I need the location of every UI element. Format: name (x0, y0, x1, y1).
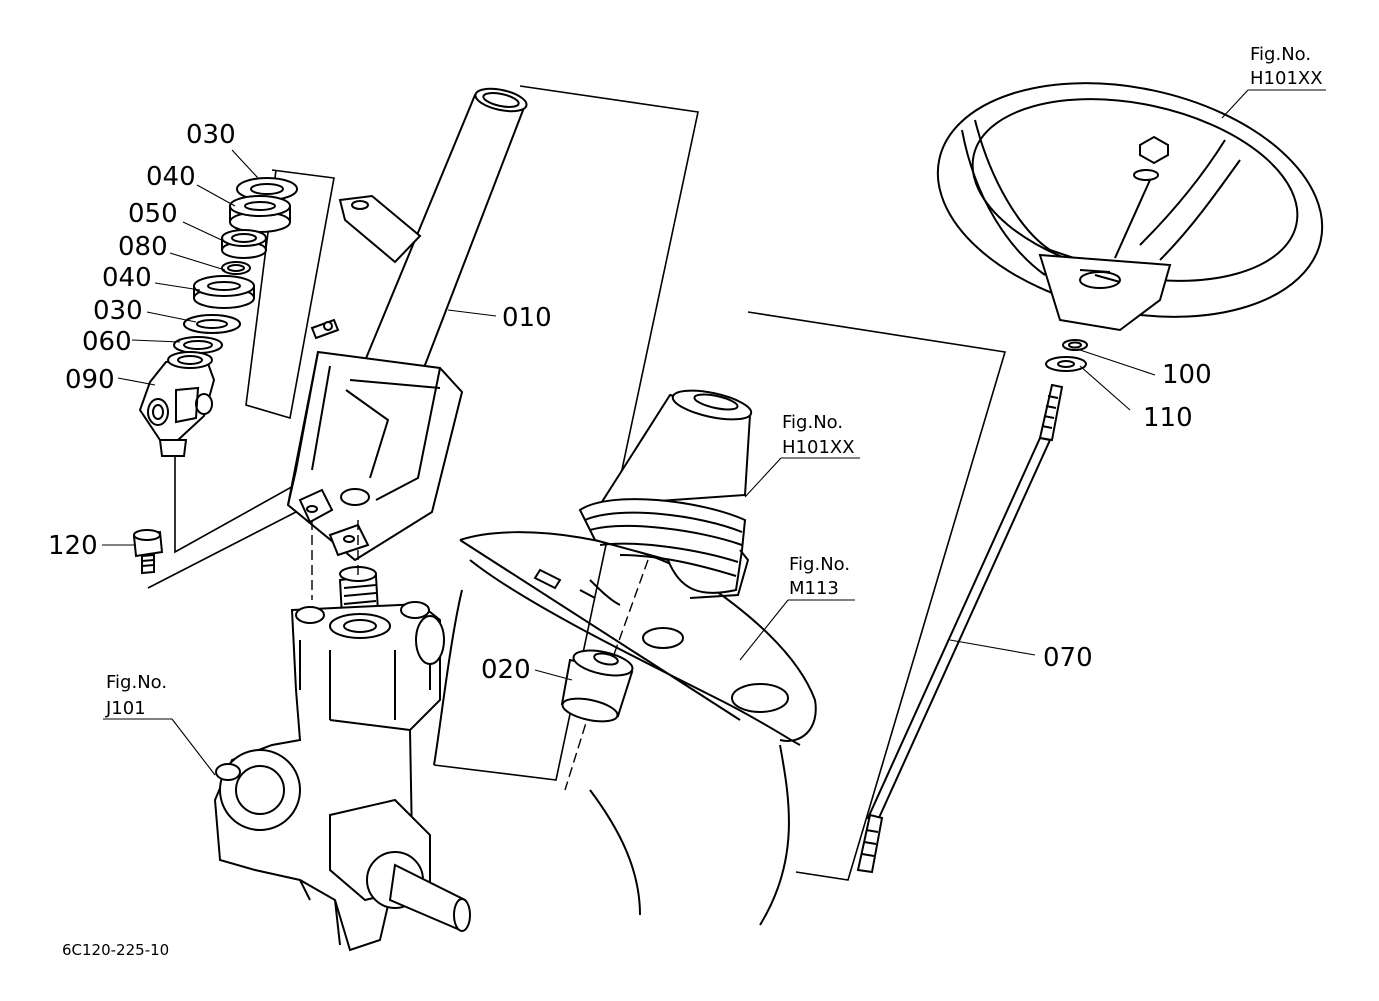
part-110-washer[interactable] (1045, 356, 1087, 372)
callout-080[interactable]: 080 (118, 232, 168, 262)
fig-ref-boot-number[interactable]: H101XX (782, 437, 855, 458)
part-100-nut[interactable] (1062, 339, 1088, 351)
column-boundary-lines (147, 85, 699, 781)
callout-040-upper[interactable]: 040 (146, 162, 196, 192)
column-bracket (286, 194, 464, 562)
assembly-center-lines (311, 520, 649, 791)
callout-090[interactable]: 090 (65, 365, 115, 395)
fig-ref-wheel-number[interactable]: H101XX (1250, 68, 1323, 89)
callout-040-lower[interactable]: 040 (102, 263, 152, 293)
part-090-universal-joint[interactable] (138, 351, 216, 457)
dashboard-panel (433, 531, 817, 926)
callout-leaders (102, 89, 1326, 776)
fig-ref-gearbox-label: Fig.No. (106, 672, 167, 693)
part-070-steering-shaft[interactable] (856, 383, 1064, 874)
callout-010[interactable]: 010 (502, 303, 552, 333)
part-040-bushing-upper[interactable] (229, 195, 291, 233)
fig-ref-dash-number[interactable]: M113 (789, 578, 839, 599)
callout-120[interactable]: 120 (48, 531, 98, 561)
callout-110[interactable]: 110 (1143, 403, 1193, 433)
part-030-washer-upper[interactable] (236, 177, 298, 201)
fig-ref-boot-label: Fig.No. (782, 412, 843, 433)
part-040-bushing-lower[interactable] (193, 275, 255, 309)
dashboard-boundary-lines (747, 311, 1007, 881)
fig-ref-wheel-label: Fig.No. (1250, 44, 1311, 65)
callout-100[interactable]: 100 (1162, 360, 1212, 390)
steering-boot (578, 389, 753, 599)
callout-030-lower[interactable]: 030 (93, 296, 143, 326)
figure-references: Fig.No. H101XX Fig.No. H101XX Fig.No. M1… (105, 44, 1323, 719)
callout-020[interactable]: 020 (481, 655, 531, 685)
part-060-snap-ring[interactable] (173, 336, 223, 354)
callout-070[interactable]: 070 (1043, 643, 1093, 673)
fig-ref-dash-label: Fig.No. (789, 554, 850, 575)
callout-labels: 030 040 050 080 040 030 060 090 010 120 … (48, 120, 1212, 685)
steering-gearbox (213, 566, 471, 952)
part-050-bearing[interactable] (221, 229, 267, 259)
callout-050[interactable]: 050 (128, 199, 178, 229)
part-080-snap-ring[interactable] (221, 261, 251, 275)
callout-030-upper[interactable]: 030 (186, 120, 236, 150)
callout-060[interactable]: 060 (82, 327, 132, 357)
part-030-washer-lower[interactable] (183, 314, 241, 334)
part-120-bolt[interactable] (132, 529, 164, 575)
fig-ref-gearbox-number[interactable]: J101 (105, 698, 146, 719)
steering-wheel (936, 82, 1324, 332)
part-020-bushing[interactable] (560, 646, 635, 726)
drawing-code: 6C120-225-10 (62, 941, 169, 959)
